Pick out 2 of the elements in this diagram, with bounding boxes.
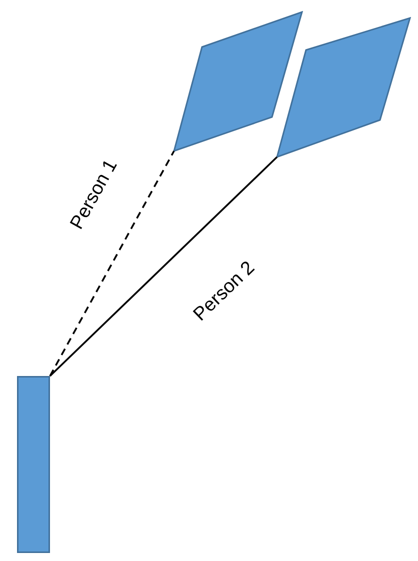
dashed-line [49,150,175,376]
connector-line [49,156,278,377]
